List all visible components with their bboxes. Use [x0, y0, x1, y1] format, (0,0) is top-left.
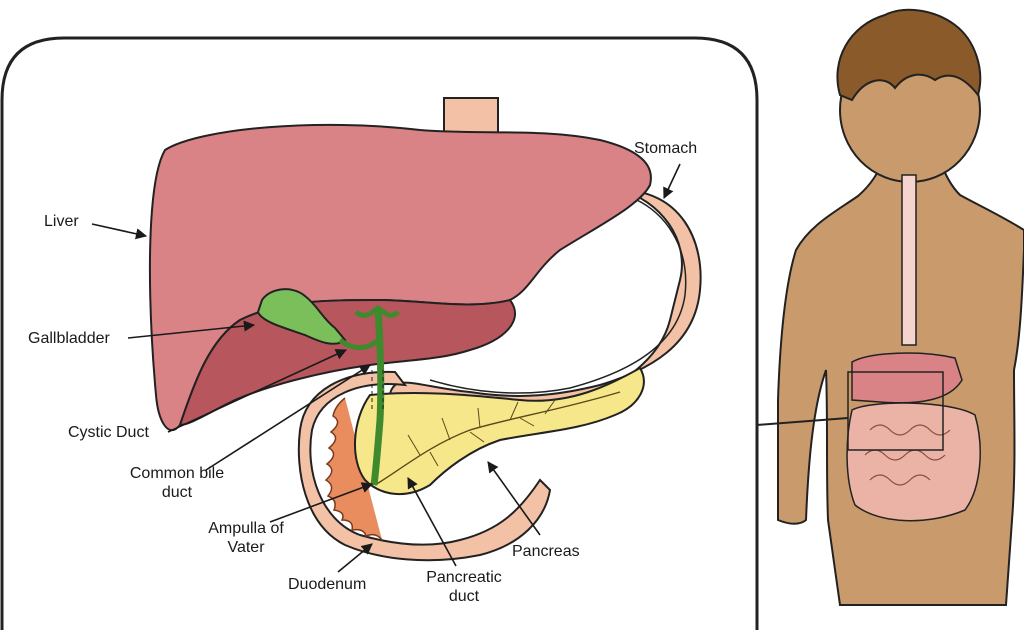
- mini-stomach-liver: [851, 352, 963, 404]
- zoom-box: [847, 371, 944, 451]
- common-bile-duct: [370, 307, 385, 486]
- label-ampulla-line1: Ampulla of: [208, 520, 284, 537]
- leader-arrows: [91, 163, 681, 573]
- label-stomach: Stomach: [634, 140, 698, 157]
- pancreatic-duct-line: [374, 391, 621, 486]
- organs: [148, 97, 702, 562]
- hair: [836, 8, 982, 102]
- esophagus: [901, 174, 917, 346]
- arrow-ampulla: [269, 482, 374, 523]
- human-figure: [756, 8, 1024, 606]
- label-cystic-duct: Cystic Duct: [68, 424, 149, 441]
- label-ampulla-of-vater: Ampulla of Vater: [194, 519, 298, 557]
- arrow-common-bile-duct: [205, 364, 371, 471]
- liver-underside: [178, 298, 516, 427]
- duodenum-folds: [324, 397, 383, 541]
- pancreatic-duct-branches: [407, 399, 556, 467]
- zoom-connector: [756, 417, 849, 426]
- mini-intestines: [846, 402, 981, 522]
- hepatic-duct-left: [354, 304, 400, 318]
- stomach-curve: [429, 194, 687, 394]
- cystic-duct: [338, 337, 380, 350]
- label-ampulla-line2: Vater: [227, 539, 265, 556]
- label-common-bile-duct-line1: Common bile: [129, 465, 225, 482]
- intestine-loops: [864, 424, 951, 486]
- label-pancreatic-duct: Pancreatic duct: [412, 568, 516, 606]
- arrow-liver: [91, 223, 148, 240]
- pancreas: [354, 366, 645, 496]
- label-gallbladder: Gallbladder: [28, 330, 110, 347]
- label-pancreas: Pancreas: [512, 543, 580, 560]
- arrow-cystic-duct: [167, 349, 348, 433]
- label-common-bile-duct-line2: duct: [161, 484, 193, 501]
- arrow-stomach: [663, 163, 681, 200]
- arrow-pancreatic-duct: [407, 477, 457, 567]
- label-pancreatic-duct-line2: duct: [448, 588, 480, 605]
- label-common-bile-duct: Common bile duct: [118, 464, 236, 502]
- arrow-gallbladder: [127, 320, 256, 339]
- gallbladder: [256, 288, 347, 345]
- label-pancreatic-duct-line1: Pancreatic: [426, 569, 502, 586]
- arrow-duodenum: [337, 543, 373, 573]
- duodenum: [297, 370, 552, 562]
- label-liver: Liver: [44, 213, 79, 230]
- label-duodenum: Duodenum: [288, 576, 367, 593]
- arrow-pancreas: [487, 461, 541, 536]
